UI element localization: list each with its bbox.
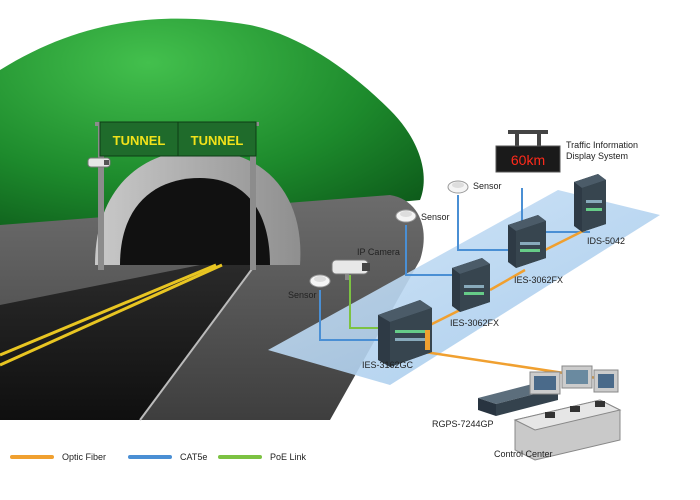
fiber-link-fx2-ids xyxy=(544,228,586,252)
display-caption-line1: Traffic Information xyxy=(566,140,639,150)
tunnel-opening xyxy=(120,178,270,265)
legend-label-cat5e: CAT5e xyxy=(180,452,208,462)
sensor-1-icon xyxy=(309,274,331,288)
sensor-1-label: Sensor xyxy=(288,290,317,300)
switch-ies-3162gc-icon xyxy=(378,300,432,367)
switch-ids-5042-icon xyxy=(574,174,606,232)
legend-optic-fiber: Optic Fiber xyxy=(10,452,106,462)
road-shoulder-line xyxy=(139,264,256,421)
cat5e-link-sensor2 xyxy=(405,225,465,276)
legend-cat5e: CAT5e xyxy=(128,452,207,462)
display-screen xyxy=(495,145,561,173)
tunnel-sign-right-text: TUNNEL xyxy=(191,133,244,148)
road xyxy=(0,265,255,420)
road-lane-line-1 xyxy=(0,263,217,357)
legend-poe-link: PoE Link xyxy=(218,452,306,462)
rgps-label: RGPS-7244GP xyxy=(432,419,494,429)
legend-label-poe-link: PoE Link xyxy=(270,452,307,462)
gantry-post-left xyxy=(98,125,104,270)
ip-camera-label: IP Camera xyxy=(357,247,400,257)
legend-swatch-optic-fiber xyxy=(10,455,54,459)
cat5e-link-sensor1 xyxy=(319,290,395,341)
switch-ies-3062fx-2-icon xyxy=(508,215,546,268)
switch-ies-3062fx-1-label: IES-3062FX xyxy=(450,318,500,328)
sensor-3-icon xyxy=(447,180,469,194)
sensor-2-icon xyxy=(395,209,417,223)
switch-ies-3062fx-2-label: IES-3062FX xyxy=(514,275,564,285)
tunnel-sign-right xyxy=(177,121,257,157)
ip-camera-icon xyxy=(331,259,370,280)
legend-label-optic-fiber: Optic Fiber xyxy=(62,452,107,462)
switch-ies-3062fx-1-icon xyxy=(452,258,490,312)
display-value: 60km xyxy=(511,152,545,168)
tunnel-sign-left-text: TUNNEL xyxy=(113,133,166,148)
control-center-label: Control Center xyxy=(494,449,553,459)
gantry-post-right xyxy=(250,125,256,270)
control-center-icon xyxy=(513,365,622,461)
switch-ies-3162gc-label: IES-3162GC xyxy=(362,360,414,370)
sensor-3-label: Sensor xyxy=(473,181,502,191)
legend-swatch-cat5e xyxy=(128,455,172,459)
legend-swatch-poe-link xyxy=(218,455,262,459)
gantry-camera-icon xyxy=(87,157,111,168)
traffic-display-board: 60km xyxy=(495,130,561,173)
road-lane-line-2 xyxy=(0,263,223,367)
sensor-2-label: Sensor xyxy=(421,212,450,222)
tunnel-sign-left xyxy=(99,121,179,157)
switch-ids-5042-label: IDS-5042 xyxy=(587,236,626,246)
cat5e-links xyxy=(319,188,590,341)
fiber-link-fx1-fx2 xyxy=(489,268,526,292)
cat5e-link-sensor3 xyxy=(457,195,518,251)
display-caption-line2: Display System xyxy=(566,151,629,161)
